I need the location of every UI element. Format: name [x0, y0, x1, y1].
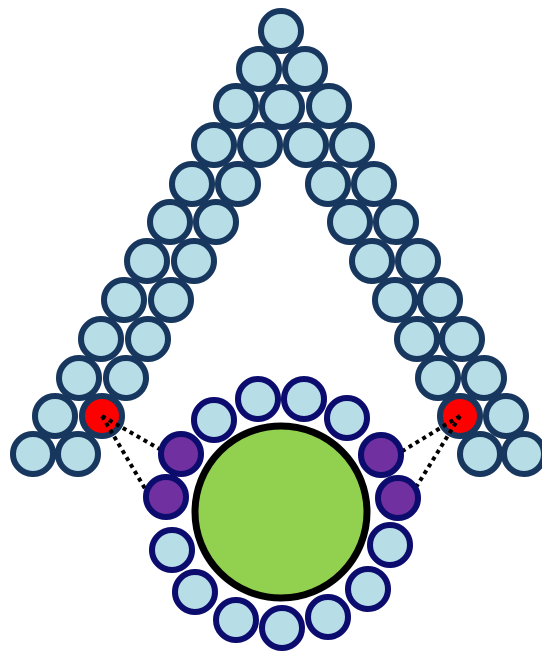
chain-bead [464, 358, 504, 398]
chain-bead [375, 280, 415, 320]
chain-bead [174, 241, 214, 281]
bound-ring-bead [146, 477, 186, 517]
chain-bead [172, 164, 212, 204]
bound-ring-bead [361, 435, 401, 475]
chain-bead [239, 49, 279, 89]
chain-bead [58, 434, 98, 474]
chain-bead [486, 396, 526, 436]
ring-bead [194, 400, 234, 440]
chain-bead [127, 241, 167, 281]
chain-bead [397, 319, 437, 359]
ring-bead [152, 530, 192, 570]
chain-bead [504, 434, 542, 474]
chain-bead [309, 86, 349, 126]
ring-bead [308, 597, 348, 637]
chain-bead [150, 202, 190, 242]
chain-bead [13, 434, 53, 474]
chain-bead [240, 125, 280, 165]
chain-bead [418, 358, 458, 398]
chain-bead [354, 164, 394, 204]
chain-bead [59, 358, 99, 398]
chain-bead [151, 280, 191, 320]
chain-bead [262, 87, 302, 127]
ring-bead [370, 525, 410, 565]
ring-bead [348, 569, 388, 609]
ring-bead [238, 379, 278, 419]
chain-bead [308, 164, 348, 204]
chain-bead [285, 49, 325, 89]
ring-bead [284, 379, 324, 419]
ring-bead [216, 600, 256, 640]
chain-bead [286, 125, 326, 165]
bound-ring-bead [161, 434, 201, 474]
ring-bead [327, 398, 367, 438]
chain-bead [104, 280, 144, 320]
chain-bead [35, 396, 75, 436]
chain-bead [216, 86, 256, 126]
chain-bead [420, 280, 460, 320]
chain-bead [330, 202, 370, 242]
chain-bead [196, 202, 236, 242]
chain-bead [442, 319, 482, 359]
core-sphere [195, 426, 367, 598]
chain-bead [352, 241, 392, 281]
chain-bead [106, 358, 146, 398]
central-particle [195, 426, 367, 598]
chain-bead [332, 125, 372, 165]
ring-bead [262, 608, 302, 648]
chain-bead [194, 125, 234, 165]
chain-bead [218, 164, 258, 204]
chain-bead [81, 319, 121, 359]
chain-bead [398, 241, 438, 281]
chain-bead [376, 202, 416, 242]
chain-bead [128, 319, 168, 359]
chain-bead [261, 11, 301, 51]
chain-bead [460, 434, 500, 474]
ring-bead [175, 572, 215, 612]
bound-ring-bead [378, 478, 418, 518]
